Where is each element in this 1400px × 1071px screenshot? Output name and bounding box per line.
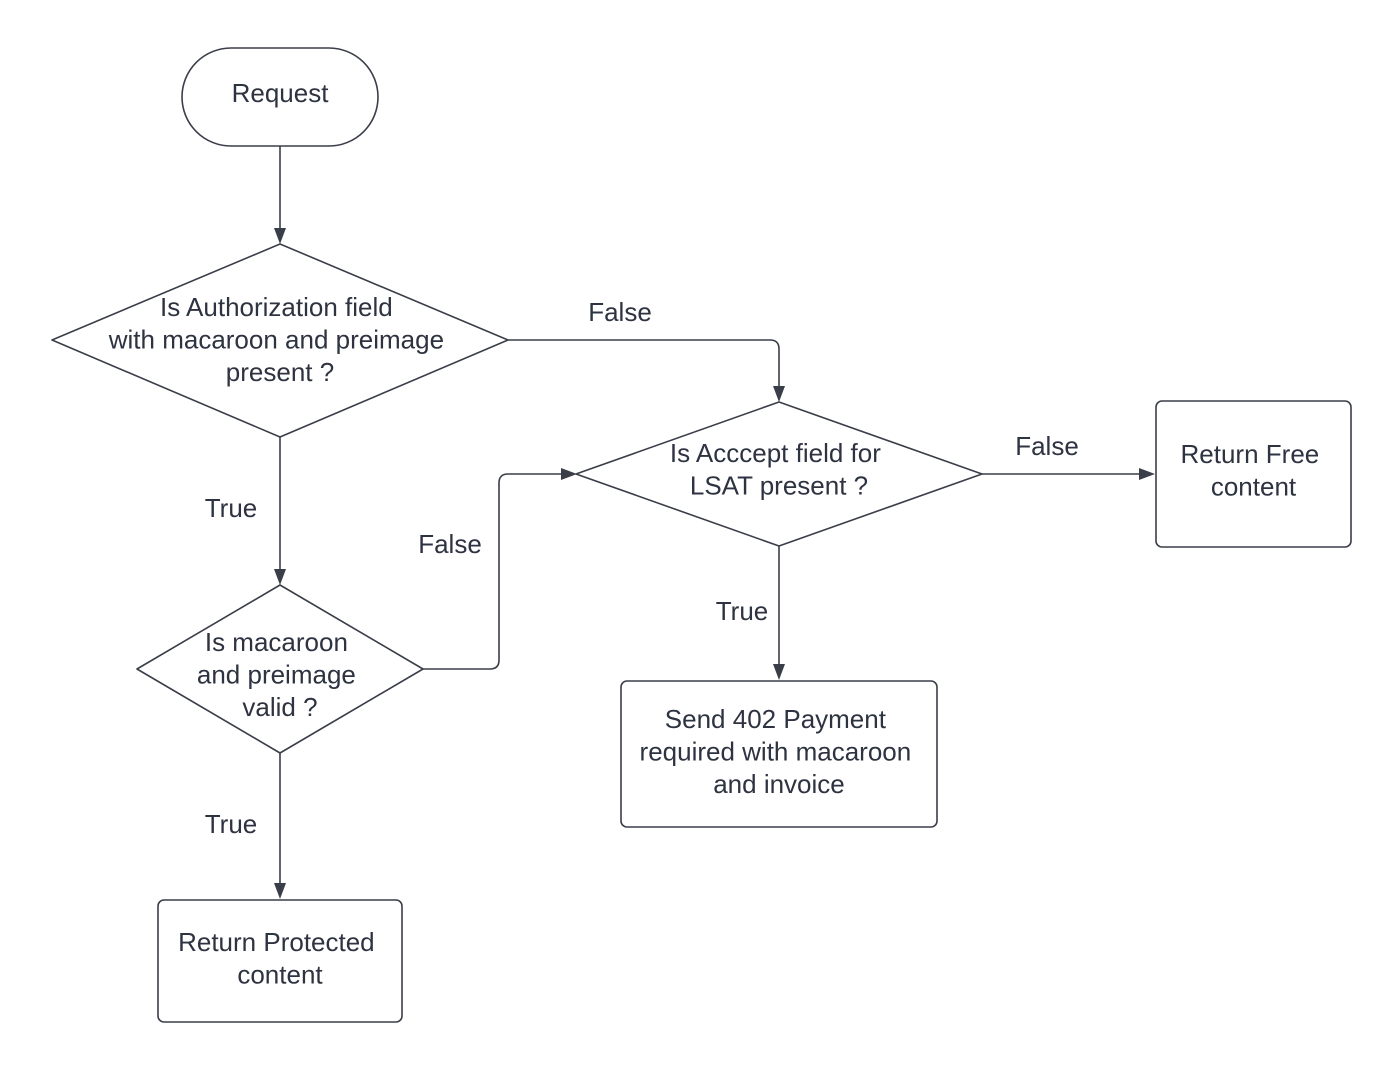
- node-valid-check: Is macaroon and preimage valid ?: [136, 584, 424, 754]
- node-free-content: Return Free content: [1155, 400, 1352, 548]
- arrowhead-protected: [274, 883, 286, 899]
- terminator-shape: [181, 47, 379, 147]
- process-shape: [157, 899, 403, 1023]
- node-auth-check-label: Is Authorization field with macaroon and…: [108, 292, 452, 387]
- edge-label-valid-false: False: [418, 529, 482, 559]
- edge-label-auth-true: True: [205, 493, 258, 523]
- arrowhead-auth: [274, 228, 286, 244]
- node-protected-content-label: Return Protected content: [178, 927, 382, 990]
- edge-label-accept-false: False: [1015, 431, 1079, 461]
- edge-label-accept-true: True: [716, 596, 769, 626]
- decision-shape: [51, 243, 509, 438]
- edge-label-valid-true: True: [205, 809, 258, 839]
- edge-auth-false-to-accept: [508, 339, 780, 390]
- node-protected-content: Return Protected content: [157, 899, 403, 1023]
- node-payment-required: Send 402 Payment required with macaroon …: [620, 680, 938, 828]
- arrowhead-valid: [274, 569, 286, 585]
- node-request-label: Request: [232, 78, 330, 108]
- arrowhead-payment: [773, 664, 785, 680]
- node-accept-check-label: Is Acccept field for LSAT present ?: [670, 438, 888, 501]
- decision-shape: [136, 584, 424, 754]
- node-accept-check: Is Acccept field for LSAT present ?: [575, 401, 983, 547]
- edge-valid-false-to-accept: [423, 473, 565, 670]
- arrowhead-accept-top: [773, 386, 785, 402]
- edge-label-auth-false: False: [588, 297, 652, 327]
- arrowhead-accept-left: [561, 468, 577, 480]
- edge-labels: False True False True False True: [205, 297, 1079, 839]
- node-free-content-label: Return Free content: [1181, 439, 1327, 502]
- connectors: [274, 146, 1155, 899]
- process-shape: [1155, 400, 1352, 548]
- node-request: Request: [181, 47, 379, 147]
- node-valid-check-label: Is macaroon and preimage valid ?: [197, 627, 363, 722]
- node-payment-required-label: Send 402 Payment required with macaroon …: [640, 704, 919, 799]
- node-auth-check: Is Authorization field with macaroon and…: [51, 243, 509, 438]
- arrowhead-free: [1139, 468, 1155, 480]
- decision-shape: [575, 401, 983, 547]
- process-shape: [620, 680, 938, 828]
